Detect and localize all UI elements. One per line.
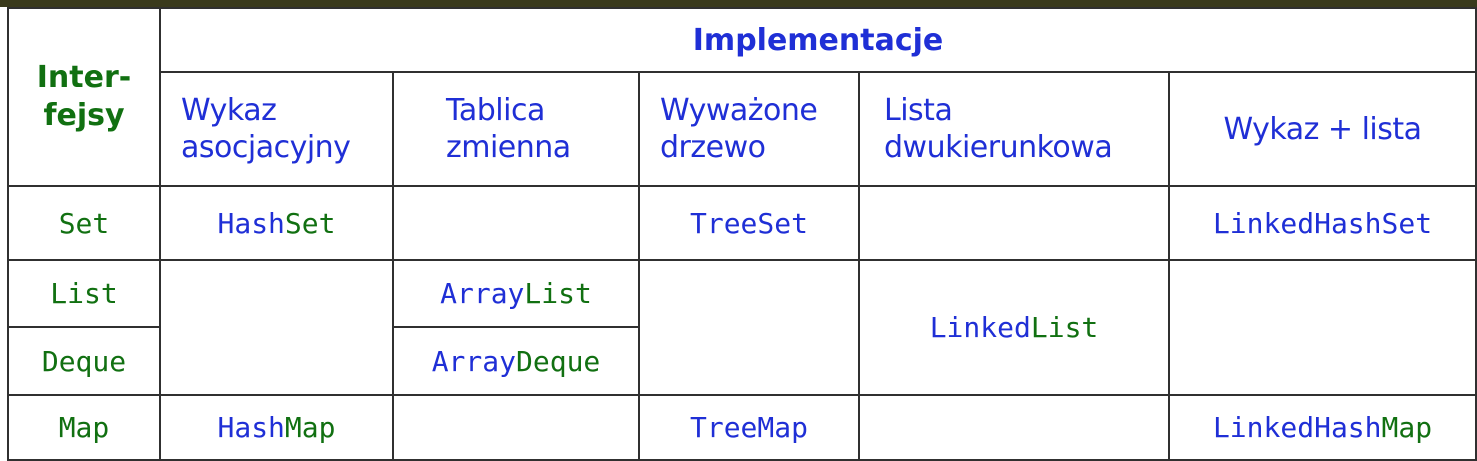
empty-cell (1167, 259, 1477, 396)
interface-set: Set (7, 185, 161, 261)
impl-linkedlist: LinkedList (858, 259, 1170, 396)
interface-list: List (7, 259, 161, 328)
impl-hashmap: HashMap (159, 394, 394, 461)
column-header-hash: Wykaz asocjacyjny (159, 71, 394, 187)
impl-arraydeque: ArrayDeque (392, 326, 640, 396)
row-list: List ArrayList LinkedList (7, 259, 1477, 396)
header-row-sub: Wykaz asocjacyjny Tablica zmienna Wyważo… (8, 71, 1477, 187)
interface-map: Map (7, 394, 161, 461)
interface-deque: Deque (7, 326, 161, 396)
impl-treeset: TreeSet (638, 185, 860, 261)
top-border-bar (0, 0, 1477, 7)
impl-arraylist: ArrayList (392, 259, 640, 328)
implementations-header: Implementacje (158, 7, 1477, 73)
impl-linkedhashmap: LinkedHashMap (1167, 394, 1477, 461)
row-deque: Deque ArrayDeque (7, 326, 1476, 396)
interfaces-header: Inter- fejsy (7, 7, 161, 187)
impl-treemap: TreeMap (638, 394, 860, 461)
collections-table: Inter- fejsy Implementacje Wykaz asocjac… (7, 7, 1477, 461)
empty-cell (638, 259, 860, 396)
column-header-linked: Lista dwukierunkowa (858, 71, 1170, 187)
column-header-array: Tablica zmienna (392, 71, 640, 187)
row-map: Map HashMap TreeMap LinkedHashMap (7, 394, 1477, 461)
impl-hashset: HashSet (159, 185, 394, 261)
empty-cell (392, 394, 640, 461)
column-header-tree: Wyważone drzewo (638, 71, 860, 187)
row-set: Set HashSet TreeSet LinkedHashSet (7, 185, 1477, 261)
empty-cell (392, 185, 640, 261)
empty-cell (858, 185, 1170, 261)
header-row-top: Inter- fejsy Implementacje (7, 7, 1477, 187)
impl-linkedhashset: LinkedHashSet (1167, 185, 1477, 261)
empty-cell (159, 259, 394, 396)
column-header-hash-linked: Wykaz + lista (1167, 71, 1477, 187)
empty-cell (858, 394, 1170, 461)
